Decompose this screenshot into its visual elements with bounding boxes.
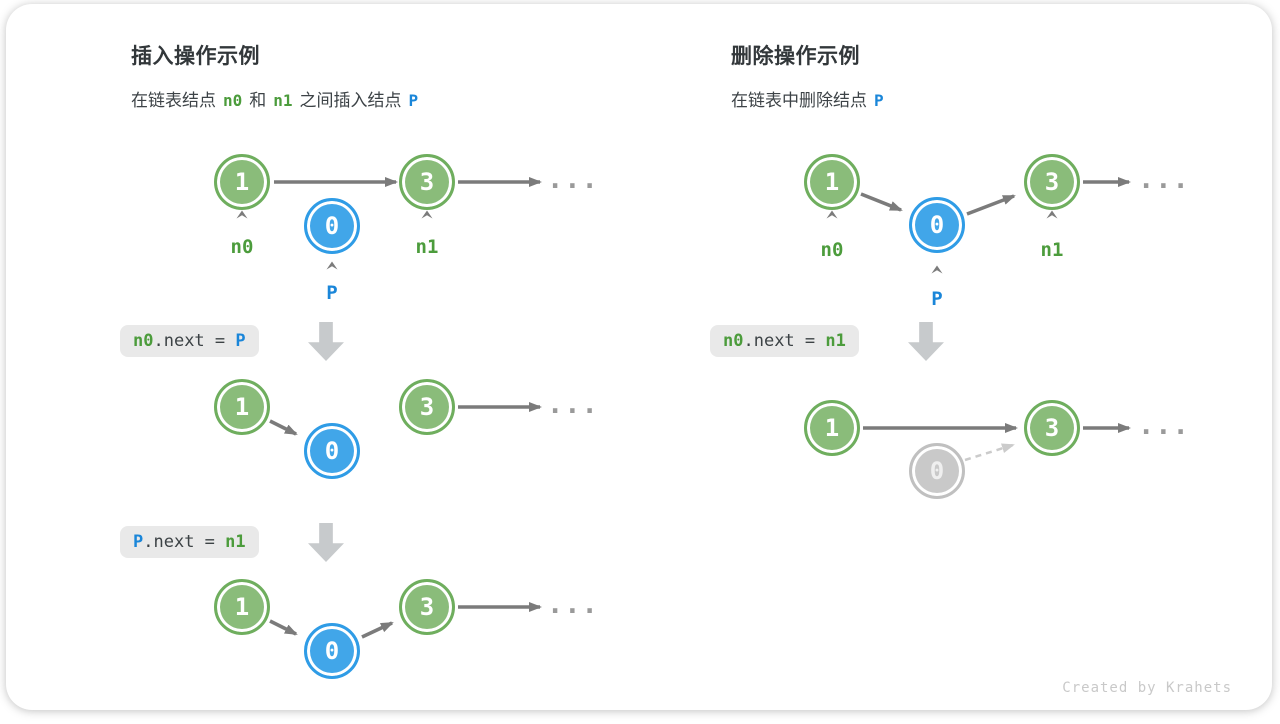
ellipsis: ... xyxy=(1138,410,1190,441)
pointer-label-n1: n1 xyxy=(415,236,439,258)
node-value: 1 xyxy=(234,593,250,621)
down-arrow-icon xyxy=(308,523,344,562)
down-arrow-icon xyxy=(308,322,344,361)
arrow-deleted-p-to-n1-dashed xyxy=(964,443,1015,462)
delete-subtitle: 在链表中删除结点 P xyxy=(731,86,891,111)
subtitle-text: 在链表中删除结点 xyxy=(731,91,867,110)
arrow-p-to-n1 xyxy=(361,621,394,639)
node-p-deleted: 0 xyxy=(909,443,965,499)
subtitle-text: 和 xyxy=(249,91,267,110)
node-value: 1 xyxy=(234,393,250,421)
node-value: 3 xyxy=(419,168,435,196)
node-value: 3 xyxy=(1044,168,1060,196)
node-value: 0 xyxy=(929,211,945,239)
node-n1: 3 xyxy=(399,154,455,210)
node-value: 3 xyxy=(1044,414,1060,442)
subtitle-token-p: P xyxy=(874,91,884,110)
subtitle-text: 之间插入结点 xyxy=(299,91,402,110)
node-value: 0 xyxy=(324,637,340,665)
code-token-mid: .next = xyxy=(143,532,226,552)
caret-up-icon xyxy=(931,265,943,274)
code-box-delete-step1: n0.next = n1 xyxy=(710,325,859,357)
caret-up-icon xyxy=(826,210,838,219)
arrows-layer xyxy=(269,177,1131,639)
code-box-insert-step1: n0.next = P xyxy=(120,325,259,357)
subtitle-token-n1: n1 xyxy=(273,91,293,110)
code-token-mid: .next = xyxy=(743,331,826,351)
down-arrow-icon xyxy=(908,322,944,361)
code-token-lhs: P xyxy=(133,532,144,552)
insert-title: 插入操作示例 xyxy=(131,45,260,68)
pointer-label-p: P xyxy=(326,282,338,304)
node-value: 1 xyxy=(824,414,840,442)
code-token-rhs: n1 xyxy=(825,331,846,351)
caret-up-icon xyxy=(1046,210,1058,219)
node-n0: 1 xyxy=(214,154,270,210)
credit-text: Created by Krahets xyxy=(1062,680,1232,696)
node-p: 0 xyxy=(304,198,360,254)
arrow-n0-to-p xyxy=(860,192,903,212)
node-value: 3 xyxy=(419,593,435,621)
subtitle-token-p: P xyxy=(408,91,419,110)
diagram-card: 插入操作示例 在链表结点 n0 和 n1 之间插入结点 P 1 3 0 n0 n1 P .… xyxy=(6,4,1272,710)
subtitle-text: 在链表结点 xyxy=(131,91,216,110)
arrow-n0-to-p xyxy=(269,419,298,436)
code-token-lhs: n0 xyxy=(723,331,744,351)
node-n1: 3 xyxy=(1024,154,1080,210)
node-p: 0 xyxy=(304,623,360,679)
ellipsis: ... xyxy=(547,389,599,420)
caret-up-icon xyxy=(326,261,338,270)
node-n1: 3 xyxy=(399,579,455,635)
code-token-mid: .next = xyxy=(153,331,236,351)
delete-title: 删除操作示例 xyxy=(731,45,860,68)
caret-up-icon xyxy=(236,210,248,219)
node-value: 3 xyxy=(419,393,435,421)
code-token-rhs: n1 xyxy=(225,532,246,552)
pointer-label-n0: n0 xyxy=(820,239,844,261)
pointer-label-n1: n1 xyxy=(1040,239,1064,261)
node-n0: 1 xyxy=(804,400,860,456)
node-p: 0 xyxy=(909,197,965,253)
node-n0: 1 xyxy=(214,579,270,635)
pointer-label-n0: n0 xyxy=(230,236,254,258)
node-n1: 3 xyxy=(399,379,455,435)
insert-subtitle: 在链表结点 n0 和 n1 之间插入结点 P xyxy=(131,86,425,111)
caret-up-icon xyxy=(421,210,433,219)
ellipsis: ... xyxy=(547,164,599,195)
arrow-p-to-n1 xyxy=(966,194,1016,216)
node-value: 0 xyxy=(324,437,340,465)
node-n0: 1 xyxy=(804,154,860,210)
ellipsis: ... xyxy=(1138,164,1190,195)
node-value: 0 xyxy=(929,457,945,485)
subtitle-token-n0: n0 xyxy=(223,91,243,110)
node-value: 1 xyxy=(234,168,250,196)
node-value: 0 xyxy=(324,212,340,240)
node-n1: 3 xyxy=(1024,400,1080,456)
pointer-label-p: P xyxy=(931,288,943,310)
code-token-lhs: n0 xyxy=(133,331,154,351)
code-box-insert-step2: P.next = n1 xyxy=(120,526,259,558)
node-value: 1 xyxy=(824,168,840,196)
arrow-n0-to-p xyxy=(269,619,298,636)
node-p: 0 xyxy=(304,423,360,479)
ellipsis: ... xyxy=(547,589,599,620)
code-token-rhs: P xyxy=(235,331,246,351)
node-n0: 1 xyxy=(214,379,270,435)
